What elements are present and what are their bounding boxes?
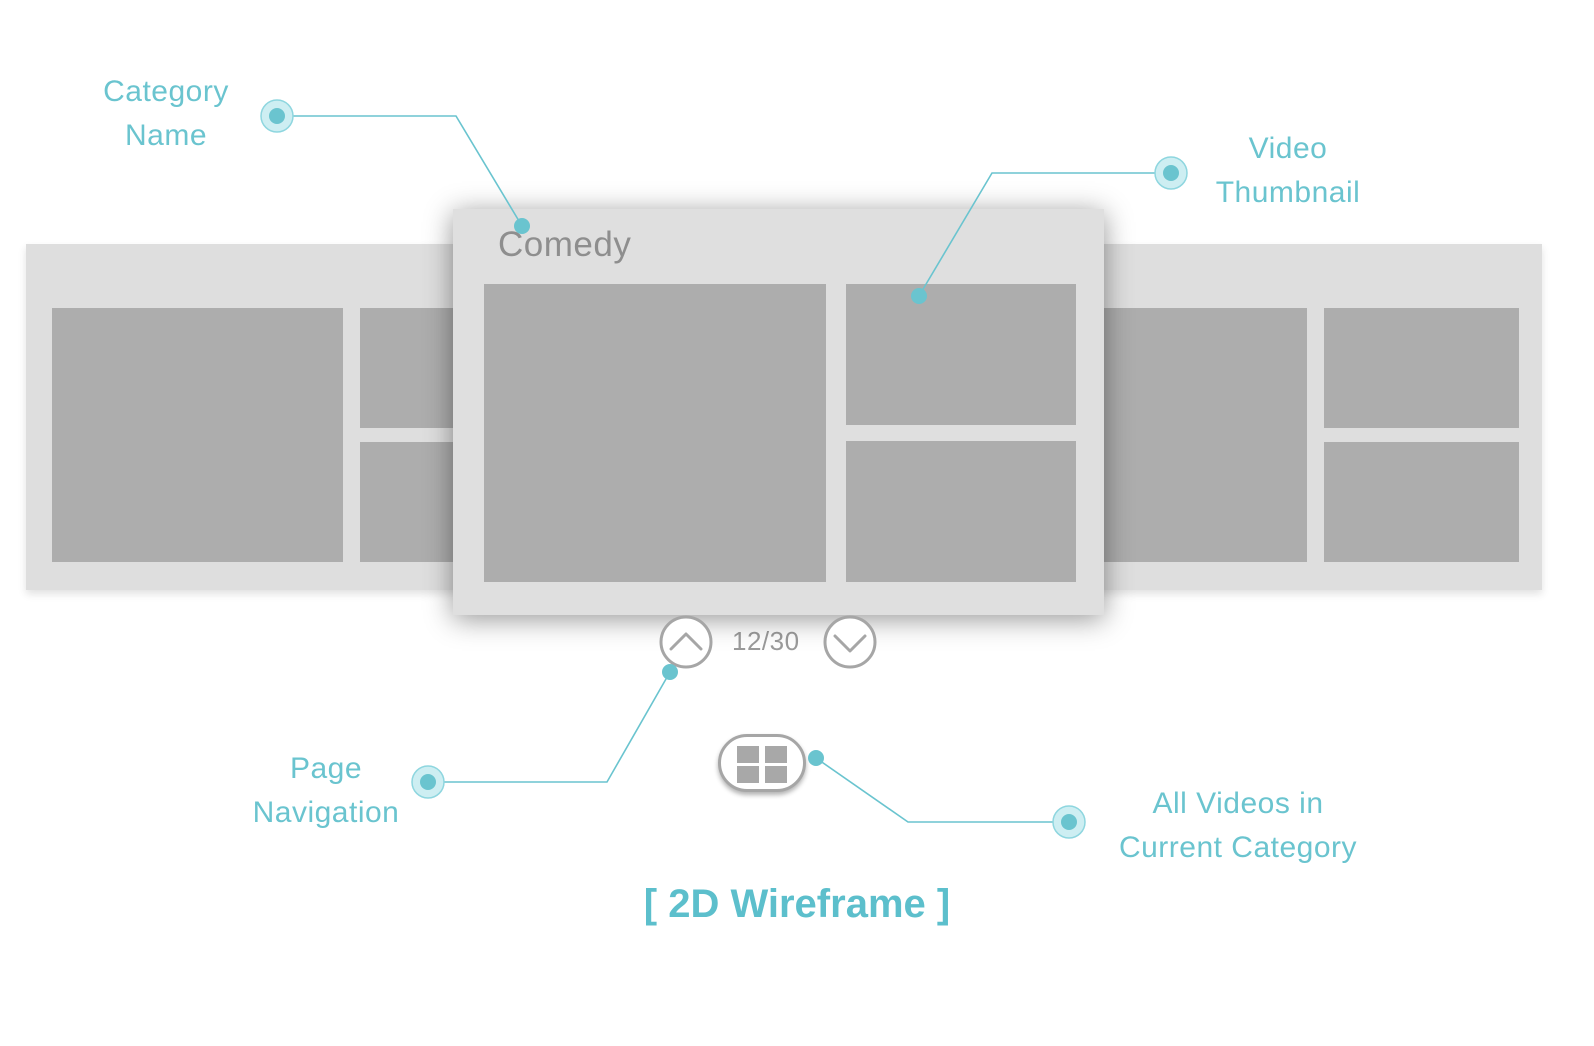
featured-video-thumbnail[interactable] xyxy=(484,284,826,582)
anchor-dot-all-videos xyxy=(808,750,824,766)
right-category-panel[interactable] xyxy=(1090,244,1542,590)
diagram-caption: [ 2D Wireframe ] xyxy=(643,882,951,926)
all-videos-button[interactable] xyxy=(718,734,806,792)
callout-all-videos: All Videos in Current Category xyxy=(1118,787,1358,864)
callout-dot-icon xyxy=(1052,805,1086,839)
video-thumbnail[interactable] xyxy=(846,284,1076,425)
chevron-down-icon[interactable] xyxy=(823,615,877,669)
callout-video-thumbnail: Video Thumbnail xyxy=(1215,132,1361,209)
video-thumbnail[interactable] xyxy=(52,308,343,562)
video-thumbnail[interactable] xyxy=(846,441,1076,582)
video-thumbnail[interactable] xyxy=(1090,308,1307,562)
leader-line-page-navigation xyxy=(428,671,671,783)
leader-line-all-videos xyxy=(815,757,1069,823)
callout-dot-icon xyxy=(1154,156,1188,190)
callout-category-name: Category Name xyxy=(103,75,229,152)
page-counter: 12/30 xyxy=(732,626,800,656)
chevron-up-icon[interactable] xyxy=(659,615,713,669)
left-category-panel[interactable] xyxy=(26,244,466,590)
video-thumbnail[interactable] xyxy=(360,308,466,428)
video-thumbnail[interactable] xyxy=(1324,442,1519,562)
category-name: Comedy xyxy=(498,225,632,264)
video-thumbnail[interactable] xyxy=(360,442,466,562)
current-category-panel[interactable]: Comedy xyxy=(453,209,1104,615)
video-thumbnail[interactable] xyxy=(1324,308,1519,428)
callout-page-navigation: Page Navigation xyxy=(252,752,400,829)
